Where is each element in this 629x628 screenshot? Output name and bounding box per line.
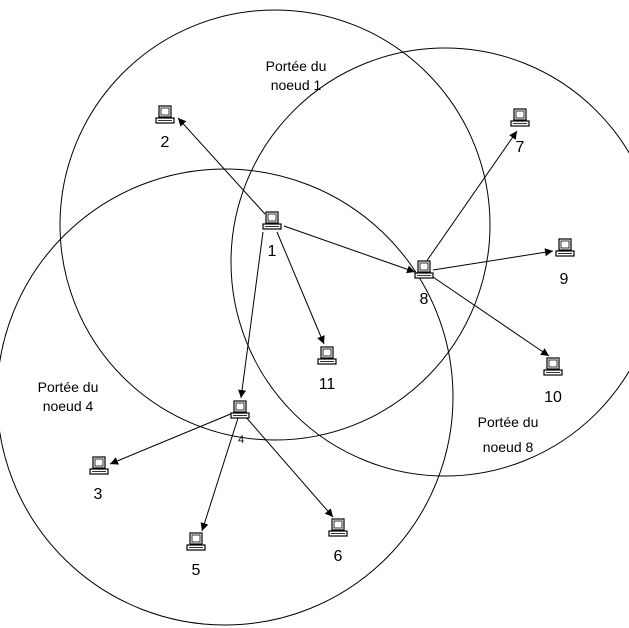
node-7-label: 7 [516,139,525,156]
edge-1-4 [238,231,264,399]
computer-icon [262,211,282,230]
edge-4-6 [244,415,334,518]
range-label-node8-line1: Portée du [478,414,539,430]
edge-4-5 [200,417,239,532]
range-label-node4-line1: Portée du [38,379,99,395]
edges [109,117,554,532]
node-4[interactable]: 4 [230,400,250,446]
node-1[interactable]: 1 [262,211,282,260]
range-circle-node4 [0,168,454,626]
edge-8-10 [429,274,550,357]
edge-1-8 [283,225,416,274]
node-9-label: 9 [560,271,569,288]
node-11[interactable]: 11 [317,346,337,393]
computer-icon [89,456,109,475]
range-label-node1: Portée du noeud 1 [266,58,327,93]
node-6-label: 6 [334,548,343,565]
node-3[interactable]: 3 [89,456,109,503]
range-circle-node1 [59,9,491,441]
node-8[interactable]: 8 [414,260,434,308]
range-circle-node8 [230,47,629,477]
computer-icon [555,238,575,257]
node-2-label: 2 [161,134,170,151]
computer-icon [155,105,175,124]
computer-icon [230,400,250,419]
range-label-node1-line1: Portée du [266,58,327,74]
node-3-label: 3 [94,486,103,503]
computer-icon [328,518,348,537]
node-11-label: 11 [319,376,336,393]
node-5[interactable]: 5 [186,532,206,579]
node-8-label: 8 [420,291,429,308]
node-2[interactable]: 2 [155,105,175,151]
range-label-node8-line2: noeud 8 [483,439,534,455]
edge-1-11 [276,231,325,345]
node-10-label: 10 [544,389,562,406]
node-5-label: 5 [192,562,201,579]
computer-icon [543,357,563,376]
edge-4-3 [109,412,234,465]
node-9[interactable]: 9 [555,238,575,288]
edge-8-7 [425,130,518,263]
range-label-node1-line2: noeud 1 [271,77,322,93]
edge-8-9 [432,248,554,271]
node-4-label: 4 [238,434,244,446]
computer-icon [186,532,206,551]
node-6[interactable]: 6 [328,518,348,565]
node-10[interactable]: 10 [543,357,563,406]
computer-icon [317,346,337,365]
range-label-node8: Portée du noeud 8 [478,414,539,455]
range-label-node4-line2: noeud 4 [43,398,94,414]
edge-1-2 [177,117,266,215]
computer-icon [510,108,530,127]
node-1-label: 1 [268,243,277,260]
node-7[interactable]: 7 [510,108,530,156]
computer-icon [414,260,434,279]
range-label-node4: Portée du noeud 4 [38,379,99,414]
